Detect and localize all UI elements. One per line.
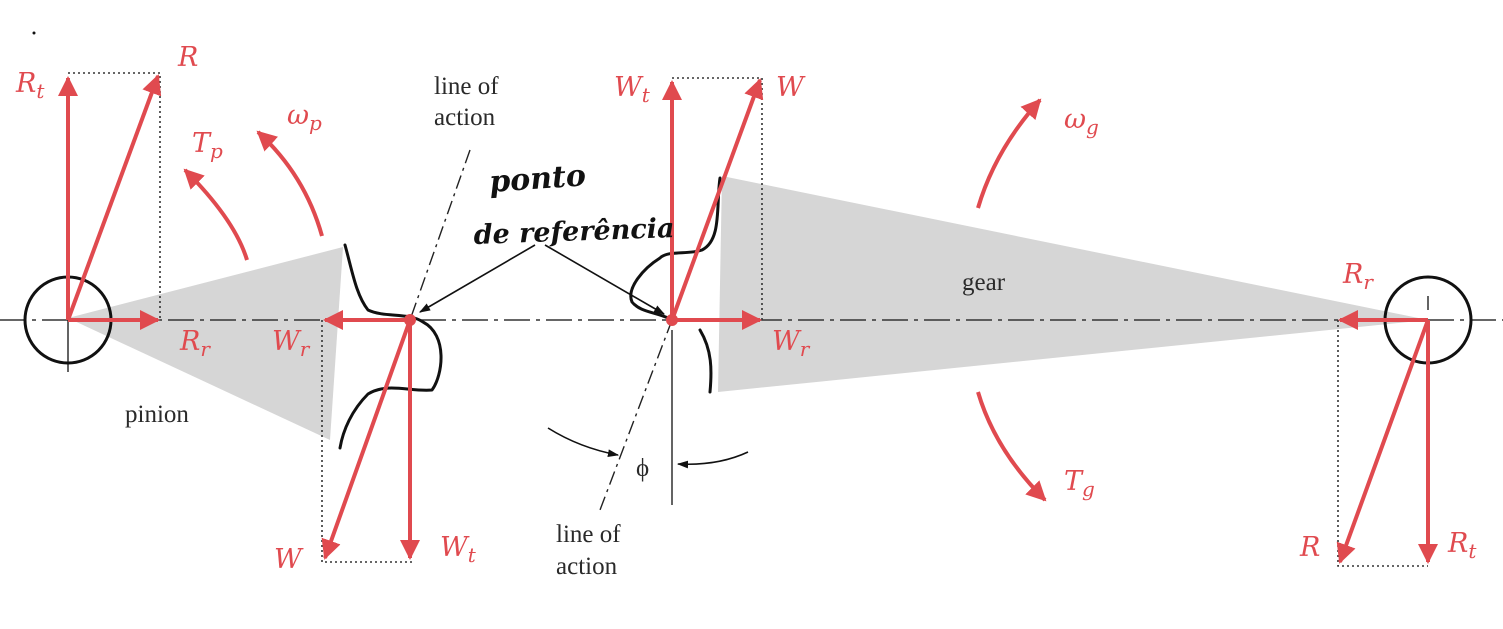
pinion-W-parallelogram [321, 320, 412, 563]
handwritten-note-line2: de referência [473, 213, 675, 251]
line-of-action-bottom-line2: action [556, 553, 618, 580]
phi-right-arrow [676, 451, 749, 469]
gear-R-parallelogram [1337, 320, 1428, 567]
gear-torque-label: Tg [1064, 466, 1095, 501]
line-of-action-top-line2: action [434, 104, 496, 131]
pinion-Wt-label: Wt [440, 532, 477, 567]
phi-label: ϕ [636, 455, 649, 482]
line-of-action-bottom-line1: line of [556, 521, 621, 548]
gear-Wt-label: Wt [614, 72, 651, 107]
pinion-R-label: R [177, 42, 198, 73]
pinion-R-arrow [66, 74, 162, 321]
gear-omega-arrow [976, 98, 1042, 209]
handwritten-note-line1: ponto [488, 158, 587, 200]
pinion-torque-arrow [183, 168, 249, 261]
pinion-label: pinion [125, 401, 189, 428]
pinion-torque-label: Tp [192, 128, 223, 163]
gear-R-arrow [1336, 319, 1430, 564]
gear-Rt-label: Rt [1447, 528, 1477, 563]
gear-omega-label: ωg [1064, 104, 1099, 139]
gear-W-arrow [670, 78, 764, 321]
gear-torque-arrow [976, 391, 1047, 502]
note-pointer-right [544, 244, 665, 315]
gear-R-label: R [1299, 532, 1320, 563]
pinion-W-arrow [321, 319, 412, 560]
pinion-tooth-profile [338, 243, 443, 450]
gear-W-label: W [776, 72, 806, 103]
line-of-action-top-line1: line of [434, 73, 499, 100]
pinion-body [68, 247, 343, 440]
pinion-Rr-label: Rr [179, 326, 211, 361]
stray-dot [32, 31, 36, 35]
line-of-action-top-line [409, 149, 471, 321]
gear-Rr-label: Rr [1342, 259, 1374, 294]
gear-body [718, 176, 1428, 392]
gear-W-parallelogram [672, 77, 763, 320]
gear-label: gear [962, 269, 1006, 296]
phi-left-arrow [547, 427, 620, 458]
pinion-omega-label: ωp [287, 100, 322, 135]
line-of-action-bottom-line [599, 319, 673, 511]
pinion-R-parallelogram [68, 72, 161, 320]
pinion-omega-arrow [256, 130, 324, 237]
gear-tooth-profile [629, 176, 722, 394]
pinion-W-label: W [274, 544, 304, 575]
pinion-Wr-label: Wr [272, 326, 311, 361]
note-pointer-left [419, 244, 536, 313]
pinion-Rt-label: Rt [15, 68, 45, 103]
gear-Wr-label: Wr [772, 326, 811, 361]
